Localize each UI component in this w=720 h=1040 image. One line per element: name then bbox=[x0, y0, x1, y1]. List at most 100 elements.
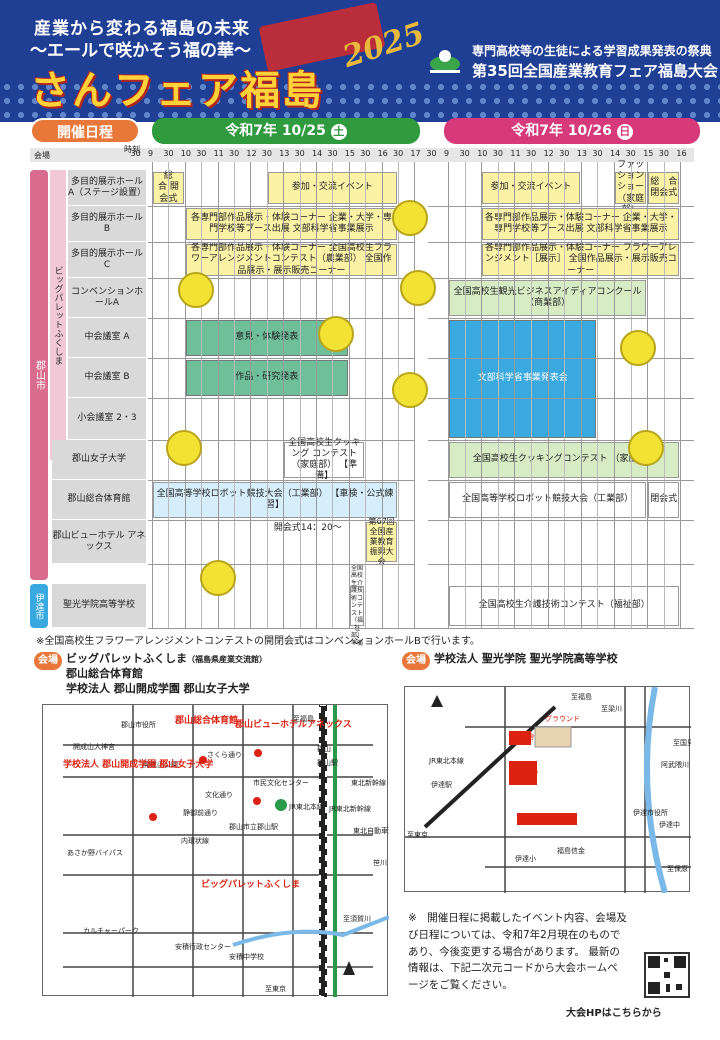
mascot-character bbox=[178, 272, 214, 308]
event-e8[interactable]: 各専門部作品展示・体験コーナー 全国高校生フラワーアレンジメントコンテスト（農業… bbox=[185, 243, 397, 276]
map1-label: カルチャーパーク bbox=[83, 927, 139, 935]
day2-gridline-12 bbox=[547, 162, 549, 628]
map2-label: 伊達中 bbox=[659, 820, 680, 829]
room-label-1: 多目的展示ホールB bbox=[68, 206, 146, 242]
day1-gridline-10 bbox=[184, 162, 186, 628]
day1-pill: 令和7年 10/25 土 bbox=[152, 118, 420, 144]
map2-label: 聖光学院 bbox=[543, 814, 571, 823]
room-label-8: 郡山総合体育館 bbox=[52, 480, 146, 520]
map2-label: 福島信金 bbox=[557, 846, 585, 855]
route-marker-icon bbox=[275, 799, 287, 811]
day2-tick-9: 9 bbox=[444, 149, 450, 158]
day1-gridline-11 bbox=[217, 162, 219, 628]
map1-label: 開成山公園 bbox=[143, 760, 178, 769]
room-label-0: 多目的展示ホールA（ステージ設置） bbox=[68, 170, 146, 206]
mascot-character bbox=[628, 430, 664, 466]
room-label-2: 多目的展示ホールC bbox=[68, 242, 146, 278]
day1-tick-half: 30 bbox=[163, 149, 174, 158]
fair-logo-icon bbox=[430, 50, 460, 73]
event-e5[interactable]: 総 合 閉会式 bbox=[648, 172, 680, 204]
room-label-4: 中会議室 A bbox=[68, 318, 146, 358]
map1-label: 郡山総合体育館 bbox=[174, 714, 238, 726]
room-label-5: 中会議室 B bbox=[68, 358, 146, 398]
event-e19[interactable]: 第67回 全国産業教育 振興大会 bbox=[366, 517, 397, 566]
day1-tick-10: 10 bbox=[180, 149, 191, 158]
location-marker-icon bbox=[199, 756, 207, 764]
dot-pattern bbox=[0, 80, 720, 122]
day2-gridline-half bbox=[630, 162, 632, 628]
day1-tick-half: 30 bbox=[261, 149, 272, 158]
map2-label: 第1校舎 bbox=[513, 768, 538, 777]
qr-code-icon bbox=[648, 956, 686, 994]
day2-tick-half: 30 bbox=[492, 149, 503, 158]
day1-gridline-half bbox=[299, 162, 301, 628]
map2-drawing: 至福島至梁川グラウンド第2校舎第1校舎聖光学院JR東北本線伊達駅至東京伊達小福島… bbox=[405, 686, 694, 894]
area-date-label: 伊達市 bbox=[33, 592, 44, 620]
day1-gridline-half bbox=[201, 162, 203, 628]
map1-label: 至須賀川 bbox=[343, 914, 371, 923]
subtitle-1: 産業から変わる福島の未来 bbox=[34, 19, 250, 39]
map2-label: 至国見 bbox=[673, 739, 691, 747]
map1-label: 郡山ビューホテルアネックス bbox=[234, 718, 352, 730]
event-e6[interactable]: 各専門部作品展示・体験コーナー 企業・大学・専門学校等ブース出展 文部科学省事業… bbox=[185, 208, 397, 240]
day1-tick-half: 30 bbox=[294, 149, 305, 158]
map1-shinkansen bbox=[333, 705, 337, 997]
day1-tick-half: 30 bbox=[393, 149, 404, 158]
map2-label: 至東京 bbox=[407, 830, 428, 839]
mascot-character bbox=[318, 316, 354, 352]
room-label-6: 小会議室 2・3 bbox=[68, 398, 146, 440]
day2-tick-13: 13 bbox=[576, 149, 587, 158]
area-big-palette-label: ビッグパレットふくしま bbox=[52, 265, 63, 365]
day1-tick-9: 9 bbox=[148, 149, 154, 158]
map1-venue-tag: 会場 bbox=[34, 652, 62, 670]
homepage-link[interactable]: 大会HPはこちらから bbox=[566, 1008, 662, 1019]
event-e16b: 開会式14：20〜 bbox=[273, 523, 342, 534]
day2-gridline-half bbox=[497, 162, 499, 628]
map1-label: 市民文化センター bbox=[253, 778, 309, 787]
day2-tick-half: 30 bbox=[592, 149, 603, 158]
map1-heading: ビッグパレットふくしま（福島県産業交流館） 郡山総合体育館 学校法人 郡山開成学… bbox=[66, 652, 267, 697]
event-e14[interactable]: 全国高校生クッキング コンテスト（家庭部） 【準備】 bbox=[284, 438, 365, 481]
map1-label: 文化通り bbox=[205, 790, 233, 799]
day2-gridline-15 bbox=[647, 162, 649, 628]
day1-gridline-half bbox=[332, 162, 334, 628]
area-koriyama: 郡山市 bbox=[30, 170, 48, 580]
map1[interactable]: 郡山市役所開成山大神宮開成山公園郡山総合体育館郡山ビューホテルアネックスさくら通… bbox=[42, 704, 395, 998]
map1-label: 至福島 bbox=[293, 714, 314, 723]
day2-tick-14: 14 bbox=[610, 149, 621, 158]
day1-gridline-half bbox=[365, 162, 367, 628]
day1-tick-13: 13 bbox=[279, 149, 290, 158]
north-arrow-icon bbox=[343, 961, 355, 975]
mascot-character bbox=[620, 330, 656, 366]
day2-tick-half: 30 bbox=[625, 149, 636, 158]
map1-railway bbox=[319, 705, 327, 997]
map1-label: 至東京 bbox=[265, 984, 286, 993]
qr-code[interactable] bbox=[644, 952, 690, 998]
map2-label: グラウンド bbox=[545, 714, 580, 723]
day1-tick-11: 11 bbox=[213, 149, 224, 158]
day1-gridline-12 bbox=[250, 162, 252, 628]
mascot-character bbox=[400, 270, 436, 306]
map1-title3: 学校法人 郡山開成学園 郡山女子大学 bbox=[66, 681, 250, 695]
map1-label: ビッグパレットふくしま bbox=[201, 878, 300, 890]
map1-label: 郡山市立郡山駅 bbox=[229, 822, 278, 831]
day2-gridline-half bbox=[531, 162, 532, 628]
venue-label: 会場 bbox=[34, 151, 50, 160]
location-marker-icon bbox=[253, 797, 261, 805]
day1-tick-14: 14 bbox=[312, 149, 323, 158]
event-e16[interactable]: 全国高等学校ロボット競技大会（工業部） 【車検・公式練習】 bbox=[153, 482, 397, 518]
event-e18[interactable]: 閉会式 bbox=[648, 482, 680, 518]
day2-gridline-11 bbox=[514, 162, 516, 628]
day2-gridline-10 bbox=[481, 162, 483, 628]
day1-tick-half: 30 bbox=[130, 149, 141, 158]
day2-tick-half: 30 bbox=[459, 149, 470, 158]
map1-label: 郡山駅 bbox=[317, 758, 338, 767]
header-banner: 産業から変わる福島の未来 〜エールで咲かそう福の華〜 さんフェア福島 2025 … bbox=[0, 0, 720, 122]
area-koriyama-label: 郡山市 bbox=[33, 360, 45, 390]
map1-label: 開成山大神宮 bbox=[73, 742, 115, 751]
event-e20[interactable]: 全国高校生介護技術コンテスト （福祉部） 準備 bbox=[349, 564, 365, 647]
event-e13[interactable]: 文部科学省事業発表会 bbox=[449, 320, 597, 438]
day1-tick-half: 30 bbox=[327, 149, 338, 158]
